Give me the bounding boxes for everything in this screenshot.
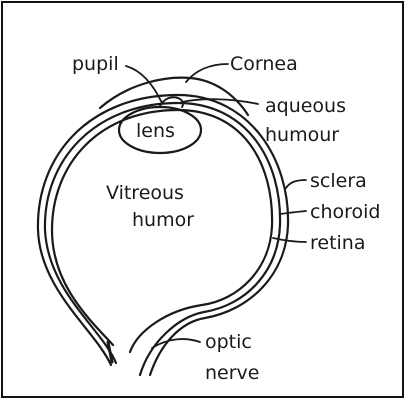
label-optic: optic (205, 331, 252, 353)
label-pupil: pupil (72, 53, 119, 75)
retina-layer (52, 110, 272, 352)
label-choroid: choroid (310, 201, 380, 223)
choroid-leader (281, 211, 306, 214)
label-nerve: nerve (205, 362, 259, 384)
label-vitreous: Vitreous (106, 182, 184, 204)
label-vitreous-humor: humor (132, 209, 194, 231)
label-humour: humour (265, 124, 339, 146)
label-lens: lens (136, 120, 175, 142)
label-retina: retina (310, 232, 366, 254)
sclera-leader (286, 180, 306, 188)
label-sclera: sclera (310, 170, 367, 192)
label-cornea: Cornea (230, 53, 298, 75)
label-aqueous: aqueous (265, 95, 346, 117)
